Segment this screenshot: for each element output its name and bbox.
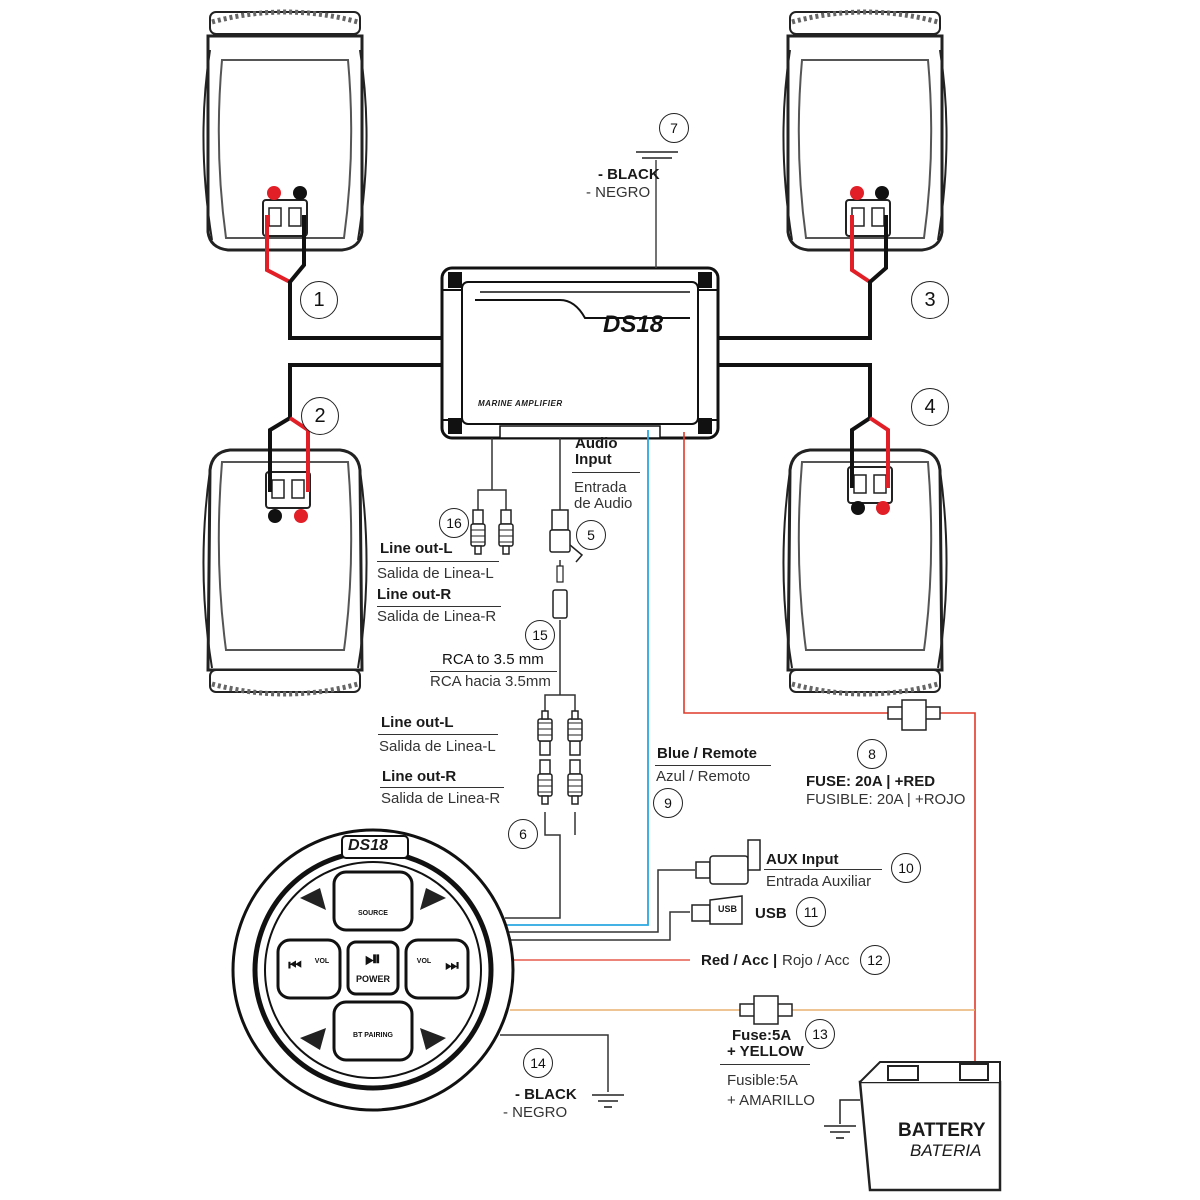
marker-10: 10 (891, 853, 921, 883)
line-out-l-en-a: Line out-L (380, 540, 453, 557)
fuse-small (739, 995, 793, 1025)
battery (823, 1061, 1002, 1192)
divider (378, 734, 498, 735)
divider (720, 1064, 810, 1065)
terminal-bottom-left (265, 471, 311, 523)
ground-top-es: - NEGRO (586, 184, 651, 201)
divider (377, 561, 499, 562)
fuse-main-en: FUSE: 20A | +RED (806, 773, 936, 790)
amplifier (440, 266, 720, 440)
rca-cable-en: RCA to 3.5 mm (442, 651, 544, 668)
marker-1: 1 (300, 281, 338, 319)
battery-es: BATERIA (910, 1141, 982, 1160)
marker-5: 5 (576, 520, 606, 550)
marker-9: 9 (653, 788, 683, 818)
divider (572, 472, 640, 473)
divider (430, 671, 557, 672)
divider (655, 765, 771, 766)
terminal-bottom-right (847, 466, 893, 515)
usb-label: USB (755, 905, 787, 922)
terminal-top-right (845, 186, 891, 237)
marker-11: 11 (796, 897, 826, 927)
bt-pairing-label: BT PAIRING (353, 1032, 393, 1039)
vol-minus-label: VOL (314, 958, 330, 965)
ground-bottom (591, 1094, 625, 1108)
speaker-bottom-left (202, 448, 368, 697)
fuse-small-en1: Fuse:5A (732, 1027, 792, 1044)
marker-15: 15 (525, 620, 555, 650)
battery-en: BATTERY (898, 1120, 986, 1141)
marker-6: 6 (508, 819, 538, 849)
ground-top (636, 151, 678, 268)
marker-2: 2 (301, 397, 339, 435)
marker-3: 3 (911, 281, 949, 319)
acc-es: Rojo / Acc (782, 952, 850, 969)
line-out-l-es-a: Salida de Linea-L (377, 565, 494, 582)
divider (380, 787, 504, 788)
speaker-top-right (782, 9, 948, 252)
ground-bottom-en: - BLACK (515, 1086, 577, 1103)
controller (231, 828, 515, 1112)
controller-brand: DS18 (348, 837, 389, 854)
vol-plus-label: VOL (416, 958, 432, 965)
audio-input-en2: Input (575, 451, 612, 468)
rca-pair-6 (537, 710, 583, 805)
speaker-top-left (202, 9, 368, 252)
marker-8: 8 (857, 739, 887, 769)
speaker-wires (265, 215, 890, 492)
fuse-main-es: FUSIBLE: 20A | +ROJO (806, 791, 966, 808)
line-out-r-en-b: Line out-R (382, 768, 457, 785)
terminal-top-left (262, 186, 308, 237)
marker-7: 7 (659, 113, 689, 143)
aux-plug (695, 839, 761, 885)
rca-pair-16 (470, 509, 514, 555)
ground-top-en: - BLACK (598, 166, 660, 183)
remote-en: Blue / Remote (657, 745, 758, 762)
line-out-r-en-a: Line out-R (377, 586, 452, 603)
speaker-bottom-right (782, 448, 948, 697)
prev-track-icon: ⏮ (288, 957, 302, 974)
line-out-r-es-b: Salida de Linea-R (381, 790, 501, 807)
aux-es: Entrada Auxiliar (766, 873, 872, 890)
usb-plug-text: USB (718, 904, 738, 914)
marker-16: 16 (439, 508, 469, 538)
fuse-small-es2: + AMARILLO (727, 1092, 815, 1109)
amp-brand: DS18 (603, 311, 664, 338)
marker-14: 14 (523, 1048, 553, 1078)
power-button-label: POWER (355, 974, 390, 984)
aux-en: AUX Input (766, 851, 839, 868)
audio-input-en1: Audio (575, 435, 618, 452)
divider (377, 606, 501, 607)
line-out-l-es-b: Salida de Linea-L (379, 738, 496, 755)
jack-5 (549, 509, 584, 619)
next-track-icon: ⏭ (445, 957, 459, 974)
play-pause-icon: ⏯ (365, 948, 381, 970)
source-button-label: SOURCE (358, 910, 388, 917)
marker-13: 13 (805, 1019, 835, 1049)
remote-es: Azul / Remoto (656, 768, 751, 785)
marker-4: 4 (911, 388, 949, 426)
audio-input-es1: Entrada (574, 479, 627, 496)
audio-input-es2: de Audio (574, 495, 633, 512)
divider (764, 869, 882, 870)
rca-cable-es: RCA hacia 3.5mm (430, 673, 551, 690)
line-out-l-en-b: Line out-L (381, 714, 454, 731)
amp-model-text: MARINE AMPLIFIER (478, 399, 563, 408)
marker-12: 12 (860, 945, 890, 975)
line-out-r-es-a: Salida de Linea-R (377, 608, 497, 625)
acc-en: Red / Acc | (701, 952, 778, 969)
usb-plug (691, 895, 743, 925)
ground-bottom-es: - NEGRO (503, 1104, 568, 1121)
fuse-main (887, 699, 941, 731)
fuse-small-en2: + YELLOW (727, 1043, 804, 1060)
fuse-small-es1: Fusible:5A (727, 1072, 798, 1089)
